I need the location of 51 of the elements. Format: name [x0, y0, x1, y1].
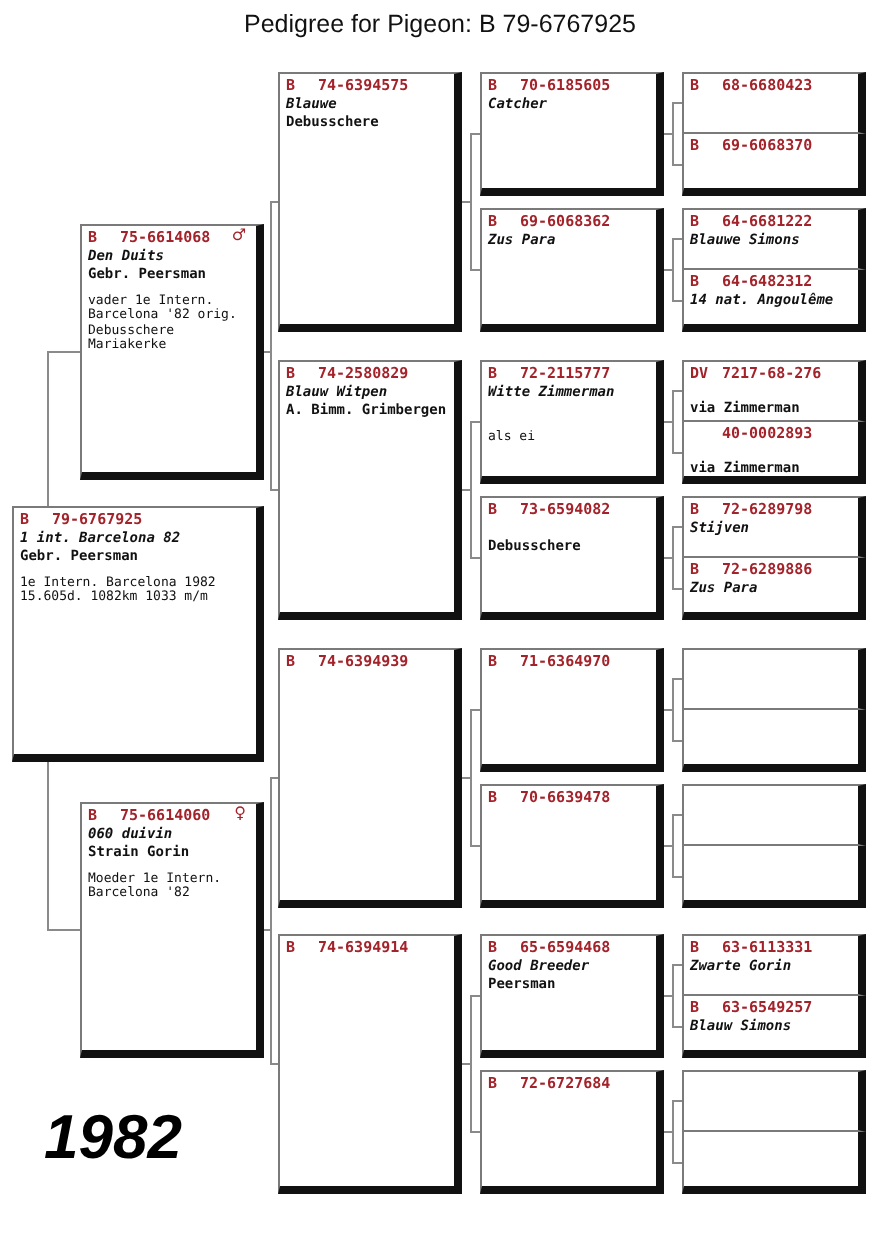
- connector-line: [47, 351, 81, 507]
- pedigree-card: [682, 496, 866, 558]
- pedigree-card: [278, 360, 462, 620]
- pedigree-card: [480, 1070, 664, 1194]
- pedigree-card: [682, 208, 866, 270]
- empty-card: [682, 784, 866, 846]
- connector-line: [461, 1063, 481, 1133]
- pedigree-card: [480, 208, 664, 332]
- connector-line: [263, 929, 279, 1065]
- connector-line: [47, 761, 81, 931]
- pedigree-card: [682, 134, 866, 196]
- connector-line: [663, 133, 683, 166]
- pedigree-card: [682, 72, 866, 134]
- sex-symbol: ♂: [231, 226, 246, 245]
- connector-line: [663, 995, 683, 1028]
- pedigree-card: [480, 360, 664, 484]
- pedigree-card: [682, 270, 866, 332]
- pedigree-card: [480, 784, 664, 908]
- page-title: Pedigree for Pigeon: B 79-6767925: [244, 10, 636, 38]
- connector-line: [663, 709, 683, 742]
- pedigree-card: [682, 360, 866, 422]
- pedigree-card: [682, 422, 866, 484]
- empty-card: [682, 648, 866, 710]
- connector-line: [663, 269, 683, 302]
- empty-card: [682, 1070, 866, 1132]
- connector-line: [461, 489, 481, 559]
- empty-card: [682, 846, 866, 908]
- connector-line: [663, 557, 683, 590]
- pedigree-card: [278, 934, 462, 1194]
- connector-line: [663, 1131, 683, 1164]
- connector-line: [663, 845, 683, 878]
- pedigree-card: [682, 558, 866, 620]
- pedigree-card: [80, 224, 264, 480]
- pedigree-card: [480, 72, 664, 196]
- connector-line: [461, 201, 481, 271]
- pedigree-card: [682, 934, 866, 996]
- connector-line: [263, 351, 279, 491]
- empty-card: [682, 710, 866, 772]
- sex-symbol: ♀: [234, 804, 246, 823]
- connector-line: [663, 421, 683, 454]
- empty-card: [682, 1132, 866, 1194]
- pedigree-card: [682, 996, 866, 1058]
- pedigree-card: [480, 934, 664, 1058]
- pedigree-card: [80, 802, 264, 1058]
- pedigree-card: [12, 506, 264, 762]
- pedigree-card: [480, 496, 664, 620]
- pedigree-card: [480, 648, 664, 772]
- year-label: 1982: [44, 1102, 182, 1174]
- pedigree-card: [278, 72, 462, 332]
- pedigree-card: [278, 648, 462, 908]
- connector-line: [461, 777, 481, 847]
